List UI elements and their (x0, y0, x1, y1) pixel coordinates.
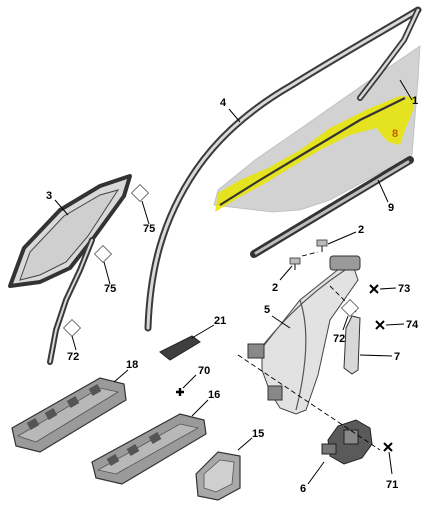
leader-21 (191, 324, 215, 339)
leader-15 (237, 437, 253, 451)
leader-75-lower (103, 261, 111, 285)
tag-72-quarter-icon (62, 318, 82, 338)
label-9: 9 (388, 202, 394, 214)
leader-7 (359, 354, 393, 357)
alignment-line-a (237, 354, 381, 451)
tag-72-regulator-icon (340, 298, 360, 318)
alignment-line-c (301, 251, 319, 257)
label-5: 5 (264, 304, 270, 316)
leader-2-upper (327, 231, 357, 245)
clip-lower-icon (289, 257, 301, 270)
window-regulator (247, 255, 361, 415)
label-21: 21 (214, 315, 226, 327)
label-7: 7 (394, 351, 400, 363)
leader-2-lower (279, 265, 293, 281)
label-72-regulator: 72 (333, 333, 345, 345)
cover-21 (159, 335, 201, 361)
switch-single (195, 451, 241, 501)
label-6: 6 (300, 483, 306, 495)
label-15: 15 (252, 428, 264, 440)
label-70: 70 (198, 365, 210, 377)
leader-18 (113, 369, 129, 383)
leader-74 (385, 323, 405, 326)
glass-top-edge-line (219, 97, 406, 206)
tag-75-lower-icon (93, 244, 113, 264)
label-2-upper: 2 (358, 224, 364, 236)
switch-panel-small (91, 413, 207, 485)
leader-6 (307, 461, 325, 485)
label-1: 1 (412, 95, 418, 107)
motor (321, 419, 373, 465)
alignment-line-b (329, 285, 357, 313)
label-74: 74 (406, 319, 419, 331)
label-16: 16 (208, 389, 220, 401)
label-75-upper: 75 (143, 223, 155, 235)
belt-strip-inner (254, 160, 410, 255)
leader-3 (54, 199, 69, 216)
screw-70-icon (176, 388, 184, 396)
label-71: 71 (386, 479, 398, 491)
screw-73-icon (369, 284, 379, 294)
screw-71-icon (383, 442, 393, 452)
label-8: 8 (392, 128, 398, 140)
tag-75-upper-icon (130, 183, 150, 203)
leader-16 (191, 399, 209, 417)
quarter-post-inner (49, 239, 93, 363)
upper-seal-piece-inner (358, 8, 420, 100)
leader-71 (388, 451, 393, 475)
door-seal-strip-inner (146, 8, 420, 330)
label-72-quarter: 72 (67, 351, 79, 363)
label-2-lower: 2 (272, 282, 278, 294)
glass-highlight (215, 96, 415, 212)
guide-rail (343, 315, 361, 375)
leader-72-reg (342, 315, 349, 331)
leader-4 (228, 108, 241, 123)
screw-74-icon (375, 320, 385, 330)
switch-panel-large (11, 377, 127, 453)
clip-upper-icon (316, 239, 328, 252)
quarter-glass-inner (19, 189, 120, 281)
leader-73 (379, 287, 397, 290)
leader-5 (271, 315, 291, 329)
label-75-lower: 75 (104, 283, 116, 295)
label-18: 18 (126, 359, 138, 371)
label-3: 3 (46, 190, 52, 202)
label-4: 4 (220, 97, 227, 109)
leader-75-upper (141, 200, 150, 225)
leader-70 (182, 374, 197, 389)
leader-1 (399, 79, 413, 101)
leader-72-quarter (71, 335, 77, 351)
label-73: 73 (398, 283, 410, 295)
leader-9 (377, 179, 389, 203)
